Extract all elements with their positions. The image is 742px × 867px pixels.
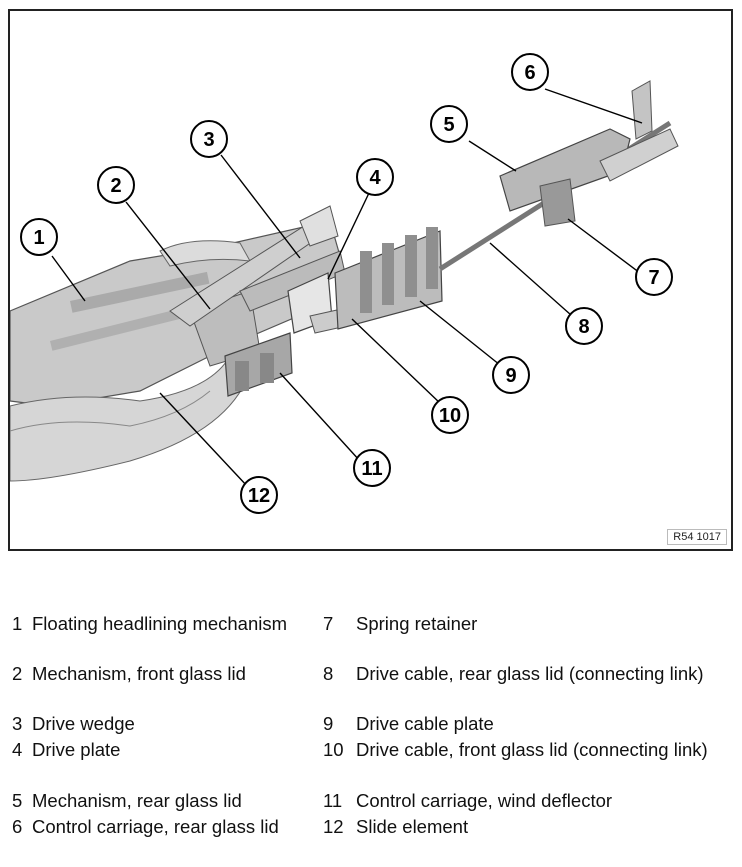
legend-item-10: 10 Drive cable, front glass lid (connect… (323, 738, 728, 761)
leader-lines (51, 88, 643, 488)
svg-text:11: 11 (361, 458, 382, 480)
callout-6: 6 (511, 53, 549, 91)
mechanism-illustration: 1 2 3 4 5 6 7 8 9 10 11 12 (10, 53, 679, 514)
callout-12: 12 (240, 476, 278, 514)
legend-number: 6 (12, 816, 23, 837)
callout-3: 3 (190, 120, 228, 158)
legend-item-1: 1 Floating headlining mechanism (0, 612, 302, 635)
legend-item-6: 6 Control carriage, rear glass lid (0, 815, 302, 838)
legend-text: Mechanism, rear glass lid (32, 790, 242, 811)
legend-number: 7 (323, 613, 334, 634)
callout-11: 11 (353, 449, 391, 487)
rear-glass-lid-mechanism (499, 80, 679, 227)
legend-item-11: 11 Control carriage, wind deflector (323, 789, 728, 812)
legend-text: Drive cable, rear glass lid (connecting … (356, 663, 704, 684)
drive-cable-plate (334, 227, 443, 330)
legend-text: Mechanism, front glass lid (32, 663, 246, 684)
legend-item-8: 8 Drive cable, rear glass lid (connectin… (323, 662, 728, 685)
legend-text: Control carriage, rear glass lid (32, 816, 279, 837)
legend-number: 10 (323, 739, 344, 760)
legend-number: 9 (323, 713, 334, 734)
callout-8: 8 (565, 307, 603, 345)
legend-number: 4 (12, 739, 23, 760)
callout-5: 5 (430, 105, 468, 143)
svg-text:2: 2 (110, 175, 121, 197)
svg-text:8: 8 (578, 316, 589, 338)
callout-7: 7 (635, 258, 673, 296)
callout-1: 1 (20, 218, 58, 256)
svg-text:5: 5 (443, 114, 454, 136)
legend-item-4: 4 Drive plate (0, 738, 302, 761)
callout-markers: 1 2 3 4 5 6 7 8 9 10 11 12 (20, 53, 673, 514)
legend-item-3: 3 Drive wedge (0, 712, 302, 735)
svg-text:12: 12 (248, 485, 270, 507)
svg-text:7: 7 (648, 267, 659, 289)
legend-item-7: 7 Spring retainer (323, 612, 728, 635)
figure-reference: R54 1017 (667, 529, 727, 545)
wind-deflector-carriage (224, 332, 293, 397)
legend-number: 11 (323, 790, 343, 811)
callout-4: 4 (356, 158, 394, 196)
legend-number: 3 (12, 713, 23, 734)
callout-9: 9 (492, 356, 530, 394)
legend-text: Drive plate (32, 739, 121, 760)
legend-text: Spring retainer (356, 613, 478, 634)
legend-item-2: 2 Mechanism, front glass lid (0, 662, 302, 685)
legend-number: 2 (12, 663, 23, 684)
svg-text:10: 10 (439, 405, 461, 427)
exploded-diagram: 1 2 3 4 5 6 7 8 9 10 11 12 R54 1017 (8, 9, 733, 551)
svg-text:6: 6 (524, 62, 535, 84)
legend-number: 12 (323, 816, 344, 837)
legend-text: Drive wedge (32, 713, 135, 734)
callout-10: 10 (431, 396, 469, 434)
legend-number: 5 (12, 790, 23, 811)
legend-number: 1 (12, 613, 23, 634)
legend-number: 8 (323, 663, 334, 684)
callout-2: 2 (97, 166, 135, 204)
legend-text: Slide element (356, 816, 469, 837)
legend-text: Drive cable plate (356, 713, 494, 734)
legend-text: Floating headlining mechanism (32, 613, 288, 634)
legend-item-5: 5 Mechanism, rear glass lid (0, 789, 302, 812)
svg-text:4: 4 (369, 167, 381, 189)
legend-text: Drive cable, front glass lid (connecting… (356, 739, 708, 760)
svg-text:1: 1 (33, 227, 44, 249)
legend-text: Control carriage, wind deflector (356, 790, 613, 811)
svg-text:3: 3 (203, 129, 214, 151)
svg-text:9: 9 (505, 365, 516, 387)
legend-item-9: 9 Drive cable plate (323, 712, 728, 735)
legend-item-12: 12 Slide element (323, 815, 728, 838)
